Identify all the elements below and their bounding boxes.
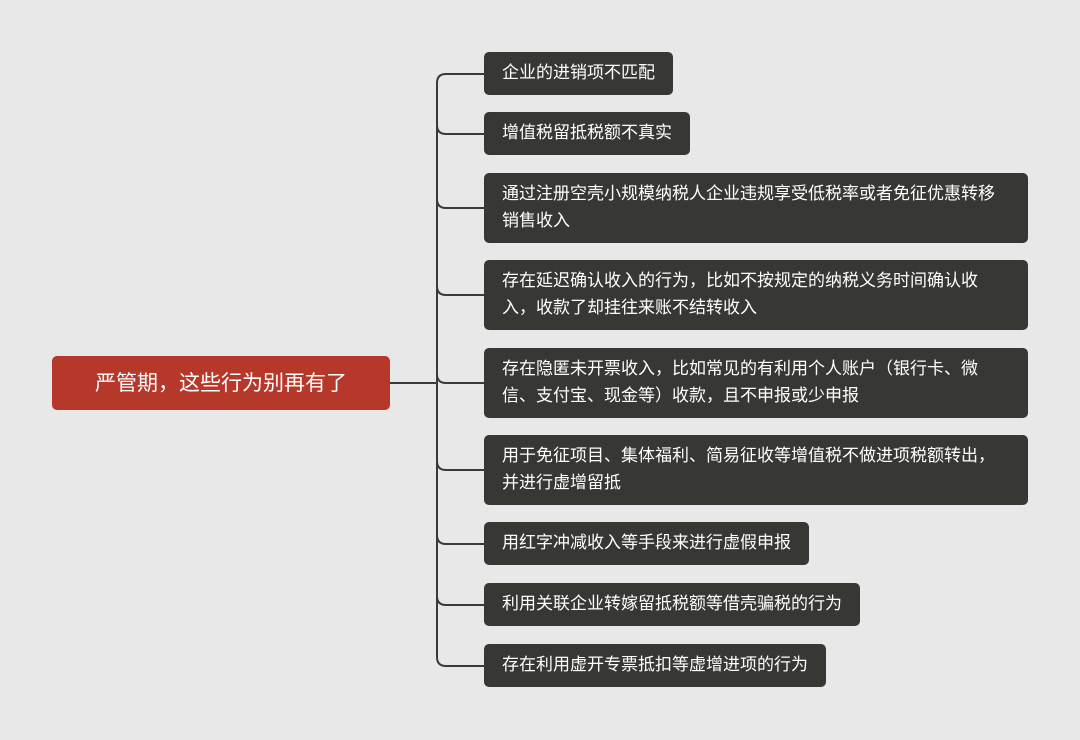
- branch-connector-4: [436, 285, 484, 296]
- branch-topic-9[interactable]: 存在利用虚开专票抵扣等虚增进项的行为: [484, 644, 826, 687]
- branch-topic-4[interactable]: 存在延迟确认收入的行为，比如不按规定的纳税义务时间确认收入，收款了却挂往来账不结…: [484, 260, 1028, 330]
- branch-topic-7[interactable]: 用红字冲减收入等手段来进行虚假申报: [484, 522, 809, 565]
- trunk-line: [436, 73, 447, 667]
- branch-topic-3[interactable]: 通过注册空壳小规模纳税人企业违规享受低税率或者免征优惠转移销售收入: [484, 173, 1028, 243]
- root-topic[interactable]: 严管期，这些行为别再有了: [52, 356, 390, 410]
- branch-connector-2: [436, 124, 484, 135]
- branch-connector-8: [436, 595, 484, 606]
- branch-connector-6: [436, 460, 484, 471]
- branch-topic-6[interactable]: 用于免征项目、集体福利、简易征收等增值税不做进项税额转出，并进行虚增留抵: [484, 435, 1028, 505]
- branch-connector-5: [436, 373, 484, 384]
- branch-topic-2[interactable]: 增值税留抵税额不真实: [484, 112, 690, 155]
- branch-topic-8[interactable]: 利用关联企业转嫁留抵税额等借壳骗税的行为: [484, 583, 860, 626]
- branch-topic-1[interactable]: 企业的进销项不匹配: [484, 52, 673, 95]
- branch-topic-5[interactable]: 存在隐匿未开票收入，比如常见的有利用个人账户（银行卡、微信、支付宝、现金等）收款…: [484, 348, 1028, 418]
- branch-connector-7: [436, 534, 484, 545]
- branch-connector-3: [436, 198, 484, 209]
